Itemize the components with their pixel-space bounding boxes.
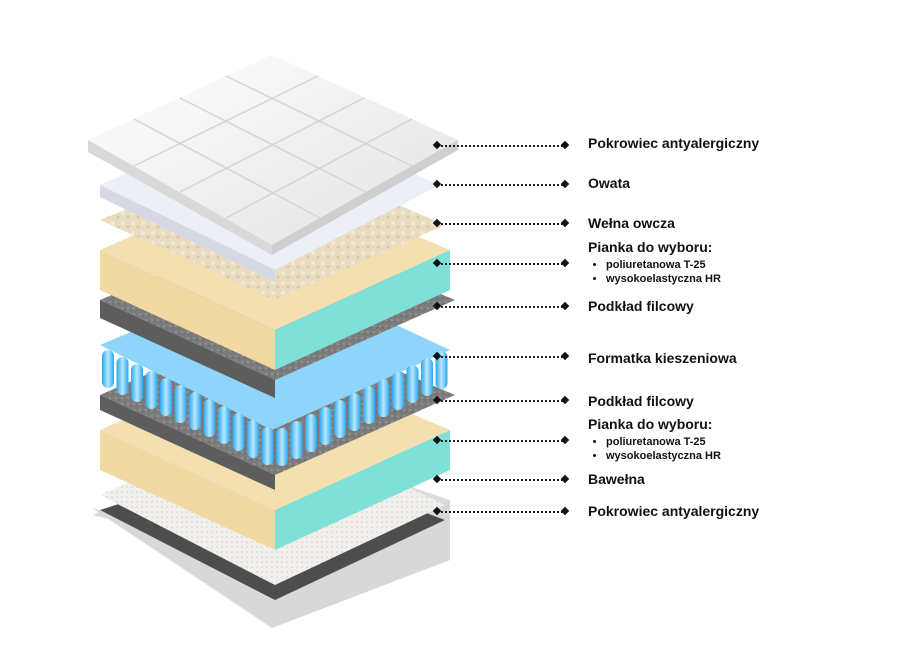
spring-coil (348, 393, 361, 431)
leader-line (437, 145, 563, 147)
layer-title: Pianka do wyboru: (588, 416, 713, 432)
spring-coil (189, 392, 201, 430)
layer-title: Pokrowiec antyalergiczny (588, 503, 760, 519)
layer-title: Formatka kieszeniowa (588, 350, 737, 366)
label-springs: Formatka kieszeniowa (588, 349, 737, 367)
foam-option: wysokoelastyczna HR (606, 449, 721, 463)
spring-coil (218, 406, 230, 444)
spring-coil (421, 358, 433, 396)
leader-line (437, 440, 563, 442)
layer-title: Wełna owcza (588, 215, 675, 231)
foam-option: poliuretanowa T-25 (606, 258, 721, 272)
spring-coil (290, 421, 303, 459)
leader-line (437, 306, 563, 308)
leader-line (437, 184, 563, 186)
label-foam-lower: Pianka do wyboru: poliuretanowa T-25 wys… (588, 415, 721, 463)
leader-line (437, 400, 563, 402)
layer-title: Podkład filcowy (588, 393, 694, 409)
spring-coil (261, 427, 274, 465)
label-cover-bottom: Pokrowiec antyalergiczny (588, 502, 759, 520)
spring-coil (334, 400, 346, 438)
spring-coil (247, 420, 259, 458)
spring-coil (116, 357, 129, 395)
spring-coil (305, 414, 317, 452)
label-cover-top: Pokrowiec antyalergiczny (588, 134, 759, 152)
spring-coil (174, 385, 187, 423)
spring-coil (377, 379, 390, 417)
label-felt-upper: Podkład filcowy (588, 297, 694, 315)
spring-coil (319, 407, 332, 445)
label-batting: Owata (588, 174, 630, 192)
spring-coil (232, 413, 245, 451)
spring-coil (435, 351, 448, 389)
layer-title: Pianka do wyboru: (588, 239, 713, 255)
spring-coil (203, 399, 216, 437)
layer-title: Owata (588, 175, 631, 191)
spring-coil (406, 365, 419, 403)
leader-line (437, 479, 563, 481)
layer-title: Podkład filcowy (588, 298, 694, 314)
leader-line (437, 356, 563, 358)
spring-coil (145, 371, 158, 409)
spring-coil (363, 386, 375, 424)
spring-coil (102, 350, 114, 388)
label-foam-upper: Pianka do wyboru: poliuretanowa T-25 wys… (588, 238, 721, 286)
leader-line (437, 263, 563, 265)
layer-top-cover (88, 55, 458, 255)
layer-title: Bawełna (588, 471, 645, 487)
spring-coil (276, 428, 288, 466)
leader-line (437, 223, 563, 225)
foam-option: poliuretanowa T-25 (606, 435, 721, 449)
label-wool: Wełna owcza (588, 214, 675, 232)
spring-coil (392, 372, 404, 410)
spring-coil (160, 378, 172, 416)
foam-option: wysokoelastyczna HR (606, 272, 721, 286)
label-cotton: Bawełna (588, 470, 645, 488)
layer-title: Pokrowiec antyalergiczny (588, 135, 760, 151)
leader-line (437, 511, 563, 513)
label-felt-lower: Podkład filcowy (588, 392, 694, 410)
spring-coil (131, 364, 143, 402)
